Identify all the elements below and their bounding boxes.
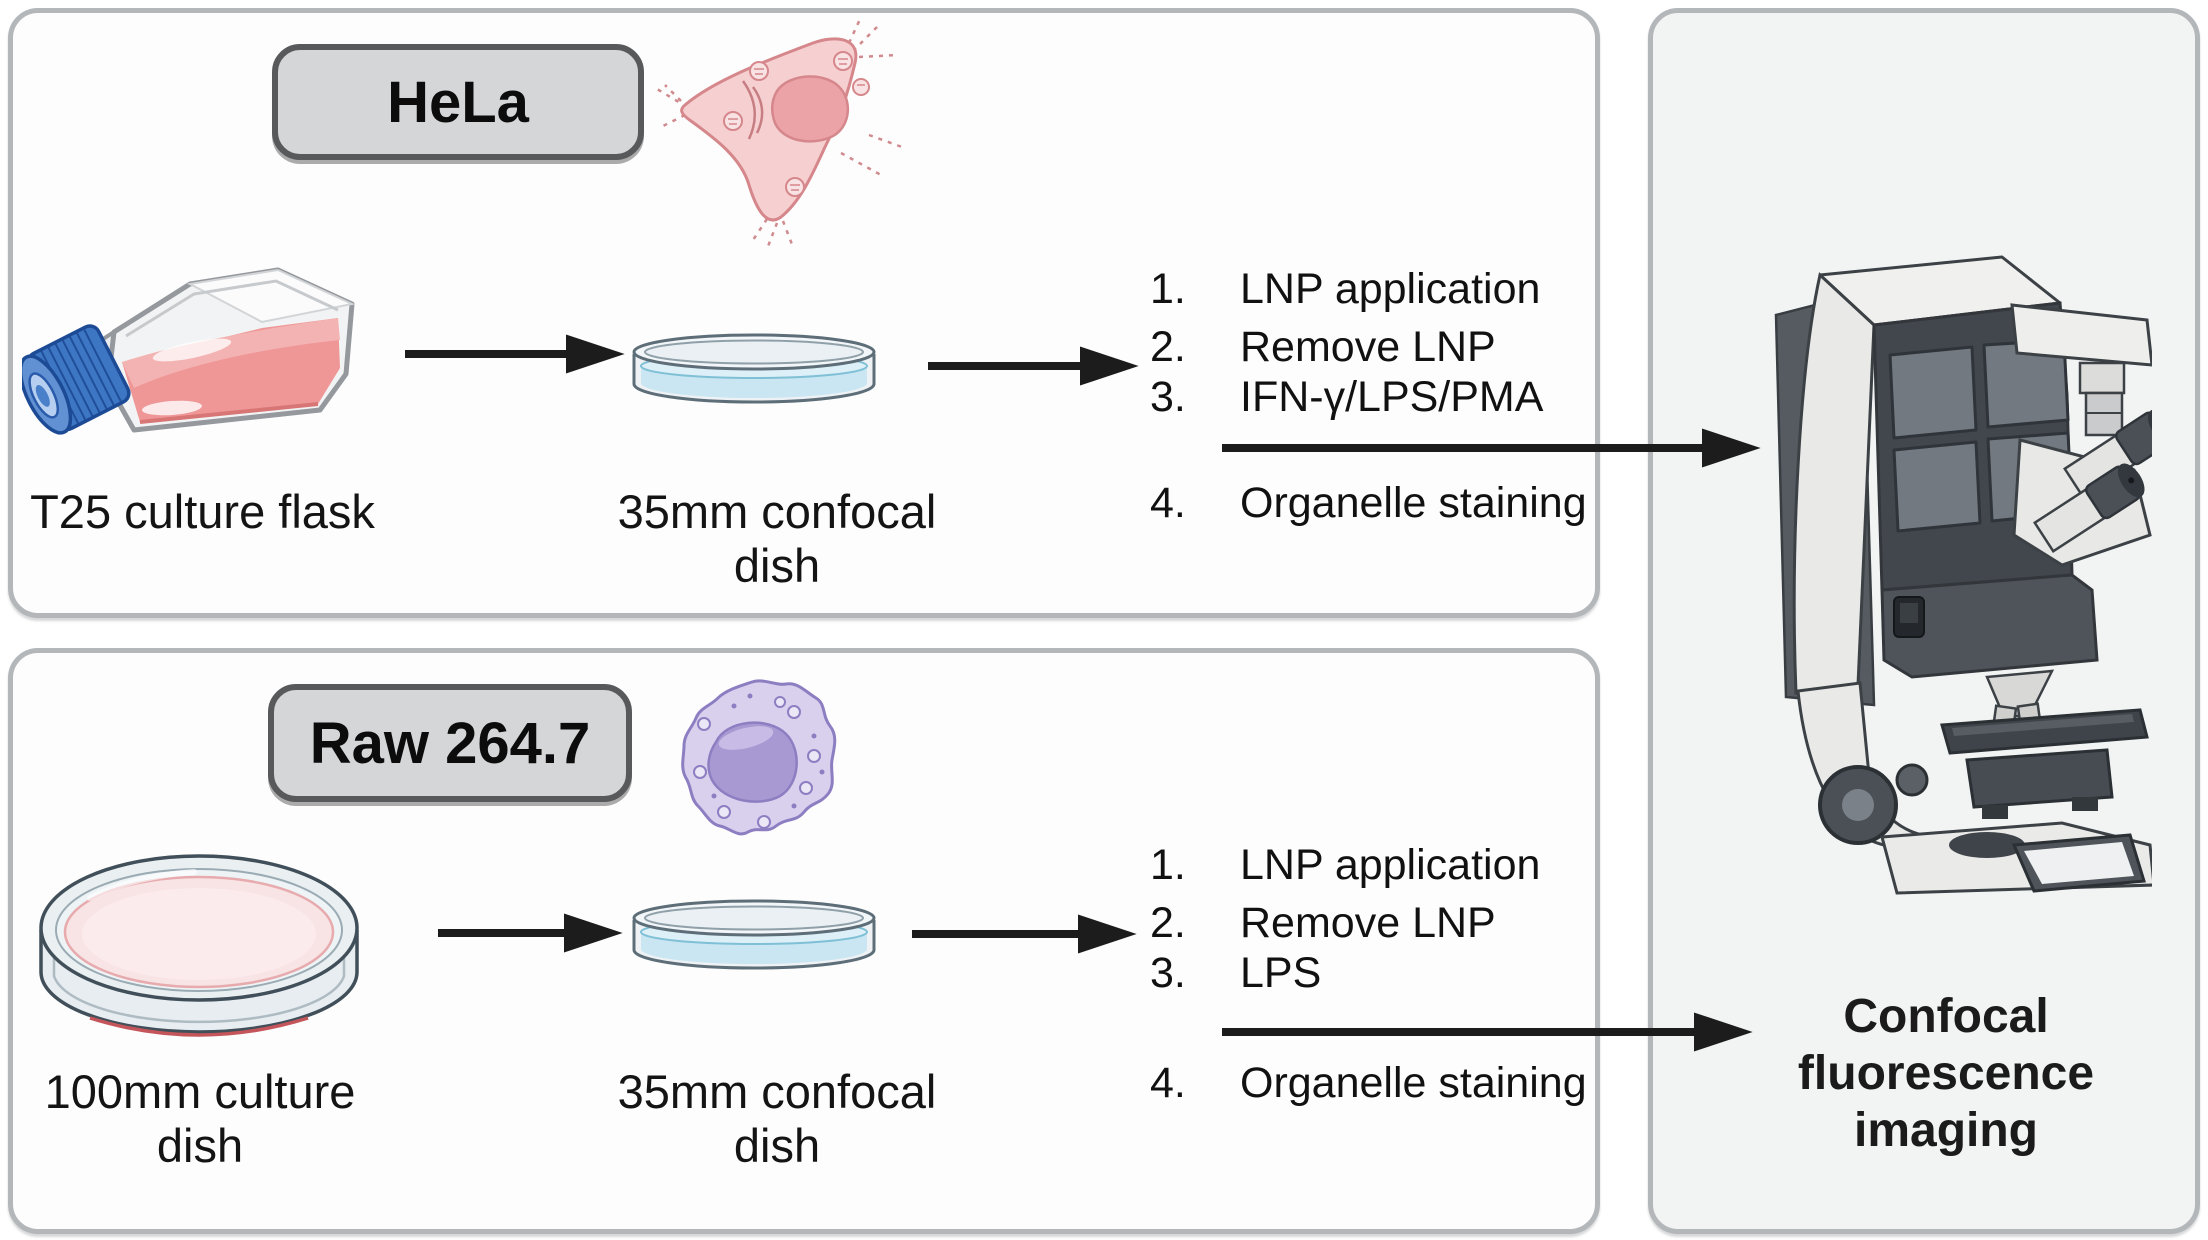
step-number: 2. (1150, 899, 1186, 947)
raw-step-2: 2. Remove LNP (1150, 896, 1496, 950)
step-text: LPS (1240, 949, 1322, 997)
confocal-dish-icon (632, 899, 876, 970)
confocal-dish-icon (632, 333, 876, 404)
hela-step-3: 3. IFN-γ/LPS/PMA (1150, 370, 1543, 424)
confocal-dish-label-raw: 35mm confocal dish (617, 1065, 937, 1172)
step-number: 4. (1150, 1059, 1186, 1107)
step-text: Remove LNP (1240, 899, 1496, 947)
step-number: 1. (1150, 841, 1186, 889)
raw-macrophage-cell-icon (681, 679, 837, 836)
hela-step-2: 2. Remove LNP (1150, 320, 1496, 374)
hela-cell-icon (656, 16, 903, 250)
confocal-dish-label-hela: 35mm confocal dish (617, 485, 937, 592)
hela-step-1: 1. LNP application (1150, 262, 1540, 316)
raw-step-3: 3. LPS (1150, 946, 1321, 1000)
step-text: LNP application (1240, 265, 1541, 313)
step-number: 3. (1150, 373, 1186, 421)
flask-cap (22, 324, 131, 435)
eyepieces (2033, 409, 2152, 553)
step-text: Organelle staining (1240, 1059, 1587, 1107)
step-number: 1. (1150, 265, 1186, 313)
hela-badge-label: HeLa (387, 69, 529, 135)
hela-cell-line-badge: HeLa (272, 44, 644, 160)
hela-step-4: 4. Organelle staining (1150, 476, 1587, 530)
raw-step-1: 1. LNP application (1150, 838, 1540, 892)
raw264-cell-line-badge: Raw 264.7 (268, 684, 632, 802)
step-text: Remove LNP (1240, 323, 1496, 371)
raw-step-4: 4. Organelle staining (1150, 1056, 1587, 1110)
imaging-caption: Confocal fluorescence imaging (1797, 990, 2095, 1157)
step-text: LNP application (1240, 841, 1541, 889)
step-number: 3. (1150, 949, 1186, 997)
step-number: 4. (1150, 479, 1186, 527)
step-text: Organelle staining (1240, 479, 1587, 527)
step-number: 2. (1150, 323, 1186, 371)
step-text: IFN-γ/LPS/PMA (1240, 373, 1544, 421)
t25-culture-flask-icon (22, 267, 356, 435)
dish100-label: 100mm culture dish (44, 1065, 356, 1172)
100mm-culture-dish-icon (39, 854, 359, 1037)
t25-flask-label: T25 culture flask (30, 485, 375, 538)
raw264-badge-label: Raw 264.7 (309, 710, 591, 776)
confocal-microscope-icon (1774, 255, 2152, 895)
